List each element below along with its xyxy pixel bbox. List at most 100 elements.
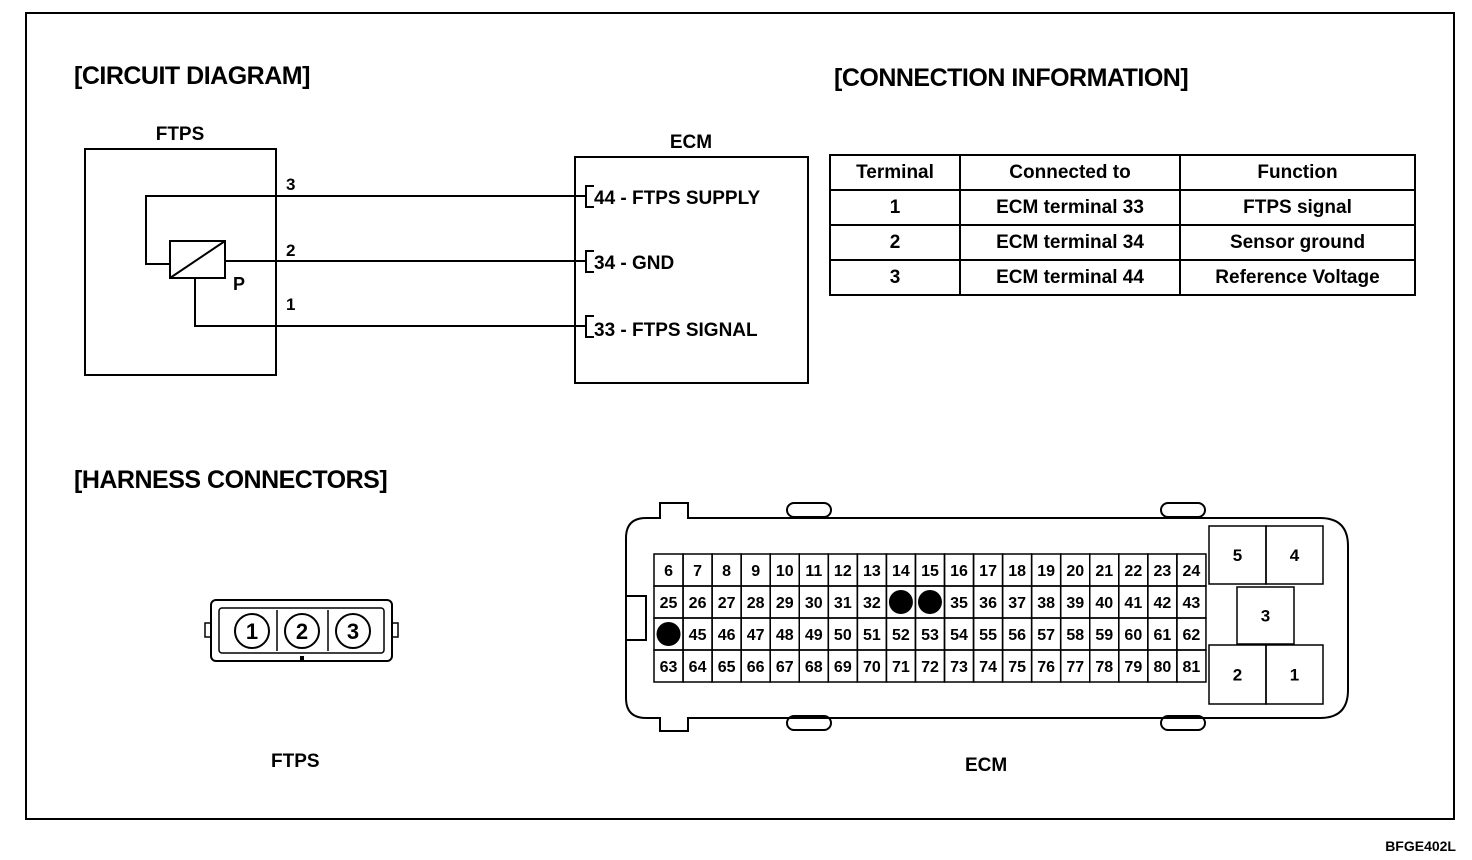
ecm-pin-number: 18 bbox=[1008, 563, 1026, 580]
ecm-pin: 19 bbox=[1030, 553, 1062, 587]
ecm-pin: 25 bbox=[653, 585, 684, 619]
ecm-pin-number: 36 bbox=[979, 595, 997, 612]
table-row: 1 ECM terminal 33 FTPS signal bbox=[829, 189, 1416, 226]
cell-connected-to: ECM terminal 33 bbox=[959, 189, 1181, 226]
ecm-pin: 35 bbox=[943, 585, 975, 619]
ecm-top-clip-right bbox=[1160, 502, 1206, 518]
circuit-diagram-heading: [CIRCUIT DIAGRAM] bbox=[74, 62, 310, 90]
ecm-pin: 21 bbox=[1089, 553, 1120, 587]
ecm-pin: 14 bbox=[885, 553, 917, 587]
ecm-pin bbox=[885, 585, 917, 619]
ecm-power-pin-cell bbox=[1265, 644, 1324, 705]
ecm-power-pin-number: 1 bbox=[1290, 666, 1299, 685]
ftps-pin-1: 1 bbox=[234, 613, 270, 649]
ecm-pin-number: 31 bbox=[834, 595, 852, 612]
ecm-terminal-34-bracket bbox=[585, 250, 594, 273]
ecm-pin-number: 47 bbox=[747, 627, 765, 644]
ecm-connector-outline bbox=[625, 502, 1349, 732]
ecm-pin: 10 bbox=[769, 553, 801, 587]
ecm-top-clip-left bbox=[786, 502, 832, 518]
wire-pin-1-number: 1 bbox=[286, 295, 295, 314]
ecm-pin-number: 30 bbox=[805, 595, 823, 612]
ecm-pin-number: 24 bbox=[1183, 563, 1201, 580]
ecm-pin-number: 45 bbox=[689, 627, 707, 644]
ecm-pin-number: 8 bbox=[722, 563, 731, 580]
ecm-connector-label: ECM bbox=[965, 755, 1008, 776]
ecm-pin-number: 72 bbox=[921, 659, 939, 676]
ftps-pin-2: 2 bbox=[284, 613, 320, 649]
ecm-pin-number: 64 bbox=[689, 659, 707, 676]
ecm-pin: 52 bbox=[885, 617, 917, 651]
ecm-pin: 9 bbox=[740, 553, 771, 587]
ecm-pin: 46 bbox=[711, 617, 742, 651]
harness-connectors-heading: [HARNESS CONNECTORS] bbox=[74, 466, 388, 494]
cell-terminal: 2 bbox=[829, 224, 961, 261]
ecm-pin: 18 bbox=[1001, 553, 1033, 587]
ecm-pin: 59 bbox=[1089, 617, 1120, 651]
ecm-pin: 81 bbox=[1176, 649, 1207, 683]
ecm-pin-number: 32 bbox=[863, 595, 881, 612]
ecm-pin-number: 75 bbox=[1008, 659, 1026, 676]
ecm-pin-number: 10 bbox=[776, 563, 794, 580]
ftps-pin-2-circle bbox=[284, 613, 320, 649]
ecm-box-label: ECM bbox=[670, 132, 712, 153]
ecm-pin-number: 15 bbox=[921, 563, 939, 580]
ecm-power-pin-number: 3 bbox=[1261, 607, 1270, 626]
ecm-pin: 80 bbox=[1147, 649, 1178, 683]
ecm-pin-number: 51 bbox=[863, 627, 881, 644]
ecm-pin-number: 56 bbox=[1008, 627, 1026, 644]
ecm-power-pin-cell bbox=[1236, 586, 1295, 645]
ecm-pin-number: 58 bbox=[1066, 627, 1084, 644]
ecm-pin-number: 70 bbox=[863, 659, 881, 676]
ecm-terminal-34-label: 34 - GND bbox=[594, 253, 674, 274]
ecm-pin: 55 bbox=[972, 617, 1004, 651]
ecm-pin-number: 22 bbox=[1124, 563, 1142, 580]
wire-pin-3-number: 3 bbox=[286, 175, 295, 194]
ecm-power-pin-number: 4 bbox=[1290, 546, 1300, 565]
ecm-pin: 72 bbox=[914, 649, 946, 683]
ecm-pin: 60 bbox=[1118, 617, 1149, 651]
ecm-pin: 62 bbox=[1176, 617, 1207, 651]
ecm-pin: 13 bbox=[856, 553, 888, 587]
ftps-connector-inner bbox=[218, 607, 385, 654]
cell-connected-to: ECM terminal 34 bbox=[959, 224, 1181, 261]
ecm-pin-number: 41 bbox=[1124, 595, 1142, 612]
ecm-pin: 32 bbox=[856, 585, 888, 619]
ecm-pin-number: 71 bbox=[892, 659, 910, 676]
header-connected-to: Connected to bbox=[959, 154, 1181, 191]
cell-function: FTPS signal bbox=[1179, 189, 1416, 226]
ecm-pin-number: 53 bbox=[921, 627, 939, 644]
pressure-sensor-diagonal bbox=[169, 240, 226, 279]
ecm-pin: 65 bbox=[711, 649, 742, 683]
ftps-connector-right-tab bbox=[391, 622, 399, 638]
ecm-pin: 16 bbox=[943, 553, 975, 587]
ecm-pin-number: 66 bbox=[747, 659, 765, 676]
ecm-pin: 24 bbox=[1176, 553, 1207, 587]
cell-function: Reference Voltage bbox=[1179, 259, 1416, 296]
ecm-pin: 63 bbox=[653, 649, 684, 683]
ecm-pin-number: 78 bbox=[1095, 659, 1113, 676]
cell-terminal: 3 bbox=[829, 259, 961, 296]
sensor-p-label: P bbox=[233, 274, 245, 294]
ecm-bottom-clip-left bbox=[786, 715, 832, 731]
ecm-box bbox=[574, 156, 809, 384]
ecm-pin: 79 bbox=[1118, 649, 1149, 683]
ecm-pin-number: 14 bbox=[892, 563, 910, 580]
ftps-connector-label: FTPS bbox=[271, 751, 320, 772]
ecm-pin: 6 bbox=[653, 553, 684, 587]
ecm-pin-number: 48 bbox=[776, 627, 794, 644]
ecm-pin-number: 50 bbox=[834, 627, 852, 644]
cell-function: Sensor ground bbox=[1179, 224, 1416, 261]
ecm-pin-number: 9 bbox=[751, 563, 760, 580]
connection-table: Terminal Connected to Function 1 ECM ter… bbox=[829, 154, 1416, 296]
ecm-pin: 11 bbox=[798, 553, 830, 587]
ecm-pin-number: 7 bbox=[693, 563, 702, 580]
ftps-box-label: FTPS bbox=[156, 124, 205, 145]
ftps-pin-3: 3 bbox=[335, 613, 371, 649]
ecm-pin-number: 81 bbox=[1183, 659, 1201, 676]
ecm-pin: 23 bbox=[1147, 553, 1178, 587]
ecm-pin-number: 39 bbox=[1066, 595, 1084, 612]
